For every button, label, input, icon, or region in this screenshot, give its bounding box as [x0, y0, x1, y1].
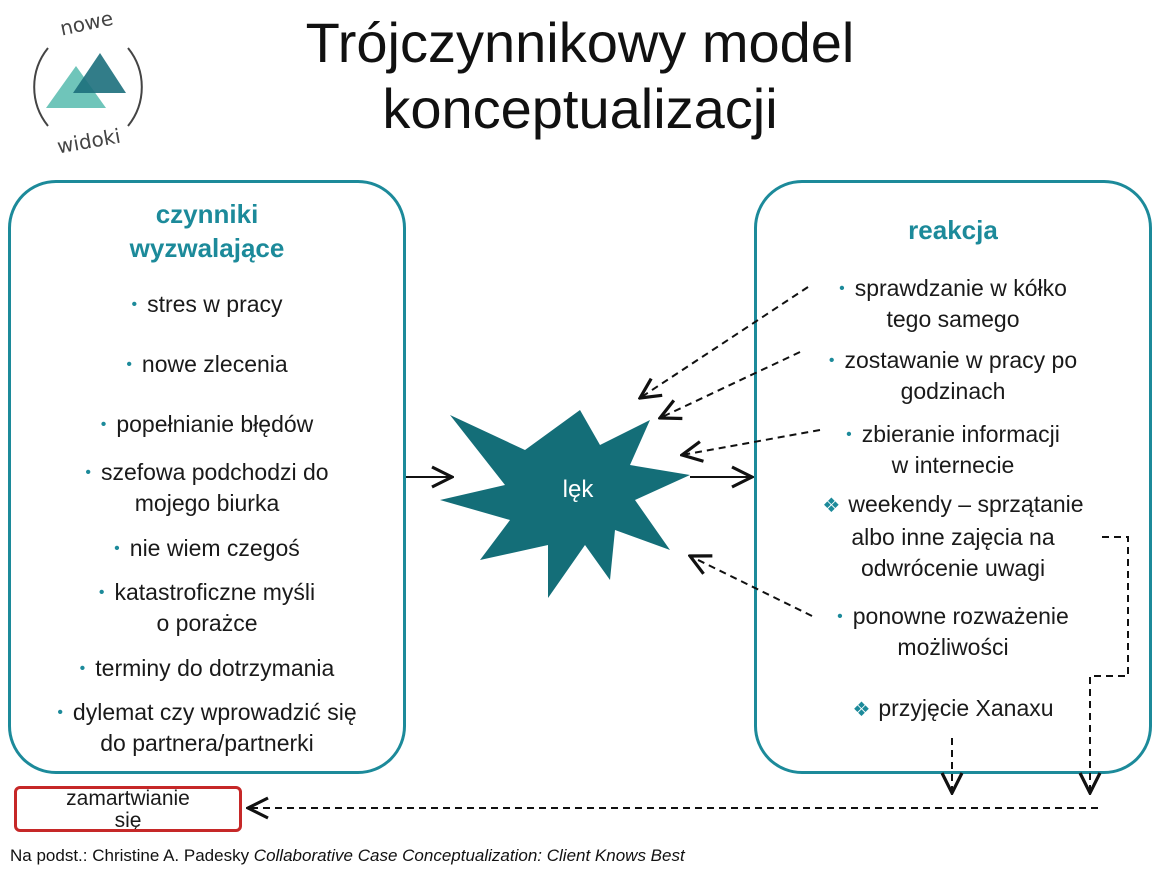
reaction-item-line: • zbieranie informacji: [757, 419, 1149, 450]
triggers-heading-line1: czynniki: [155, 199, 259, 229]
anxiety-star: [440, 410, 690, 598]
bullet-icon: •: [57, 704, 63, 721]
trigger-item: • terminy do dotrzymania: [11, 653, 403, 684]
logo-top-text: nowe: [58, 8, 115, 40]
reaction-item-line: albo inne zajęcia na: [757, 522, 1149, 553]
trigger-item: • dylemat czy wprowadzić się do partnera/p…: [11, 697, 403, 759]
reaction-text: zostawanie w pracy po: [844, 347, 1078, 373]
reaction-text: w internecie: [891, 452, 1015, 478]
diamond-bullet-icon: ❖: [822, 495, 841, 517]
trigger-item-line: • stres w pracy: [11, 289, 403, 320]
trigger-text: szefowa podchodzi do: [101, 459, 329, 485]
diamond-bullet-icon: ❖: [852, 699, 871, 721]
reaction-item-line: odwrócenie uwagi: [757, 553, 1149, 584]
worry-box: zamartwianie się: [14, 786, 242, 832]
reaction-text: weekendy – sprzątanie: [848, 491, 1084, 517]
reaction-text: odwrócenie uwagi: [860, 555, 1046, 581]
trigger-item-line: • popełnianie błędów: [11, 409, 403, 440]
trigger-item-line: • katastroficzne myśli: [11, 577, 403, 608]
page-title: Trójczynnikowy model konceptualizacji: [305, 11, 855, 140]
trigger-text: popełnianie błędów: [116, 411, 314, 437]
reaction-heading: reakcja: [908, 215, 998, 245]
reaction-item: ❖ przyjęcie Xanaxu: [757, 693, 1149, 726]
source-prefix: Na podst.: Christine A. Padesky: [10, 846, 254, 865]
trigger-text: mojego biurka: [134, 490, 280, 516]
triggers-panel: czynniki wyzwalające • stres w pracy • nowe…: [8, 180, 406, 774]
trigger-text: do partnera/partnerki: [100, 730, 314, 756]
trigger-item: • katastroficzne myśli o porażce: [11, 577, 403, 639]
trigger-item-line: • nie wiem czegoś: [11, 533, 403, 564]
trigger-text: nowe zlecenia: [141, 351, 288, 377]
reaction-text: godzinach: [900, 378, 1006, 404]
trigger-item: • nie wiem czegoś: [11, 533, 403, 564]
trigger-text: nie wiem czegoś: [129, 535, 300, 561]
trigger-item: • popełnianie błędów: [11, 409, 403, 440]
bullet-icon: •: [846, 426, 852, 443]
bullet-icon: •: [98, 584, 105, 601]
trigger-item-line: • nowe zlecenia: [11, 349, 403, 380]
reaction-item-line: możliwości: [757, 632, 1149, 663]
reaction-text: sprawdzanie w kółko: [854, 275, 1067, 301]
reaction-item: • sprawdzanie w kółko tego samego: [757, 273, 1149, 335]
reaction-item-line: • sprawdzanie w kółko: [757, 273, 1149, 304]
reaction-text: tego samego: [886, 306, 1020, 332]
worry-line2: się: [114, 809, 142, 832]
reaction-item: • ponowne rozważenie możliwości: [757, 601, 1149, 663]
reaction-item-line: godzinach: [757, 376, 1149, 407]
source-title: Collaborative Case Conceptualization: Cl…: [253, 846, 685, 865]
trigger-item: • nowe zlecenia: [11, 349, 403, 380]
reaction-item: • zbieranie informacji w internecie: [757, 419, 1149, 481]
reaction-item-line: tego samego: [757, 304, 1149, 335]
bullet-icon: •: [85, 464, 91, 481]
reaction-text: możliwości: [897, 634, 1009, 660]
bullet-icon: •: [100, 416, 107, 433]
trigger-item: • stres w pracy: [11, 289, 403, 320]
trigger-text: o porażce: [156, 610, 258, 636]
trigger-item: • szefowa podchodzi do mojego biurka: [11, 457, 403, 519]
reaction-text: albo inne zajęcia na: [851, 524, 1055, 550]
bullet-icon: •: [126, 356, 132, 373]
trigger-item-line: do partnera/partnerki: [11, 728, 403, 759]
anxiety-label: lęk: [562, 476, 594, 503]
logo-bottom-text: widoki: [55, 124, 122, 158]
reaction-item-line: w internecie: [757, 450, 1149, 481]
trigger-text: stres w pracy: [147, 291, 283, 317]
bullet-icon: •: [79, 660, 86, 677]
bullet-icon: •: [131, 296, 138, 313]
bullet-icon: •: [839, 280, 845, 297]
trigger-item-line: • terminy do dotrzymania: [11, 653, 403, 684]
trigger-item-line: • szefowa podchodzi do: [11, 457, 403, 488]
reaction-item: • zostawanie w pracy po godzinach: [757, 345, 1149, 407]
reaction-item: ❖ weekendy – sprzątanie albo inne zajęcia …: [757, 489, 1149, 584]
trigger-text: terminy do dotrzymania: [95, 655, 335, 681]
reaction-item-line: ❖ przyjęcie Xanaxu: [757, 693, 1149, 726]
reaction-text: ponowne rozważenie: [852, 603, 1069, 629]
worry-line1: zamartwianie: [66, 787, 190, 810]
trigger-item-line: mojego biurka: [11, 488, 403, 519]
triggers-heading: czynniki wyzwalające: [11, 197, 403, 265]
reaction-item-line: • ponowne rozważenie: [757, 601, 1149, 632]
trigger-item-line: o porażce: [11, 608, 403, 639]
bullet-icon: •: [114, 540, 120, 557]
reaction-item-line: ❖ weekendy – sprzątanie: [757, 489, 1149, 522]
reaction-text: zbieranie informacji: [861, 421, 1060, 447]
reaction-text: przyjęcie Xanaxu: [878, 695, 1054, 721]
triggers-heading-line2: wyzwalające: [129, 233, 285, 263]
bullet-icon: •: [837, 608, 843, 625]
nowe-widoki-logo: nowe widoki: [33, 8, 143, 158]
bullet-icon: •: [828, 352, 835, 369]
trigger-text: katastroficzne myśli: [114, 579, 316, 605]
trigger-item-line: • dylemat czy wprowadzić się: [11, 697, 403, 728]
reaction-item-line: • zostawanie w pracy po: [757, 345, 1149, 376]
source-citation: Na podst.: Christine A. Padesky Collabor…: [10, 846, 685, 866]
trigger-text: dylemat czy wprowadzić się: [72, 699, 357, 725]
